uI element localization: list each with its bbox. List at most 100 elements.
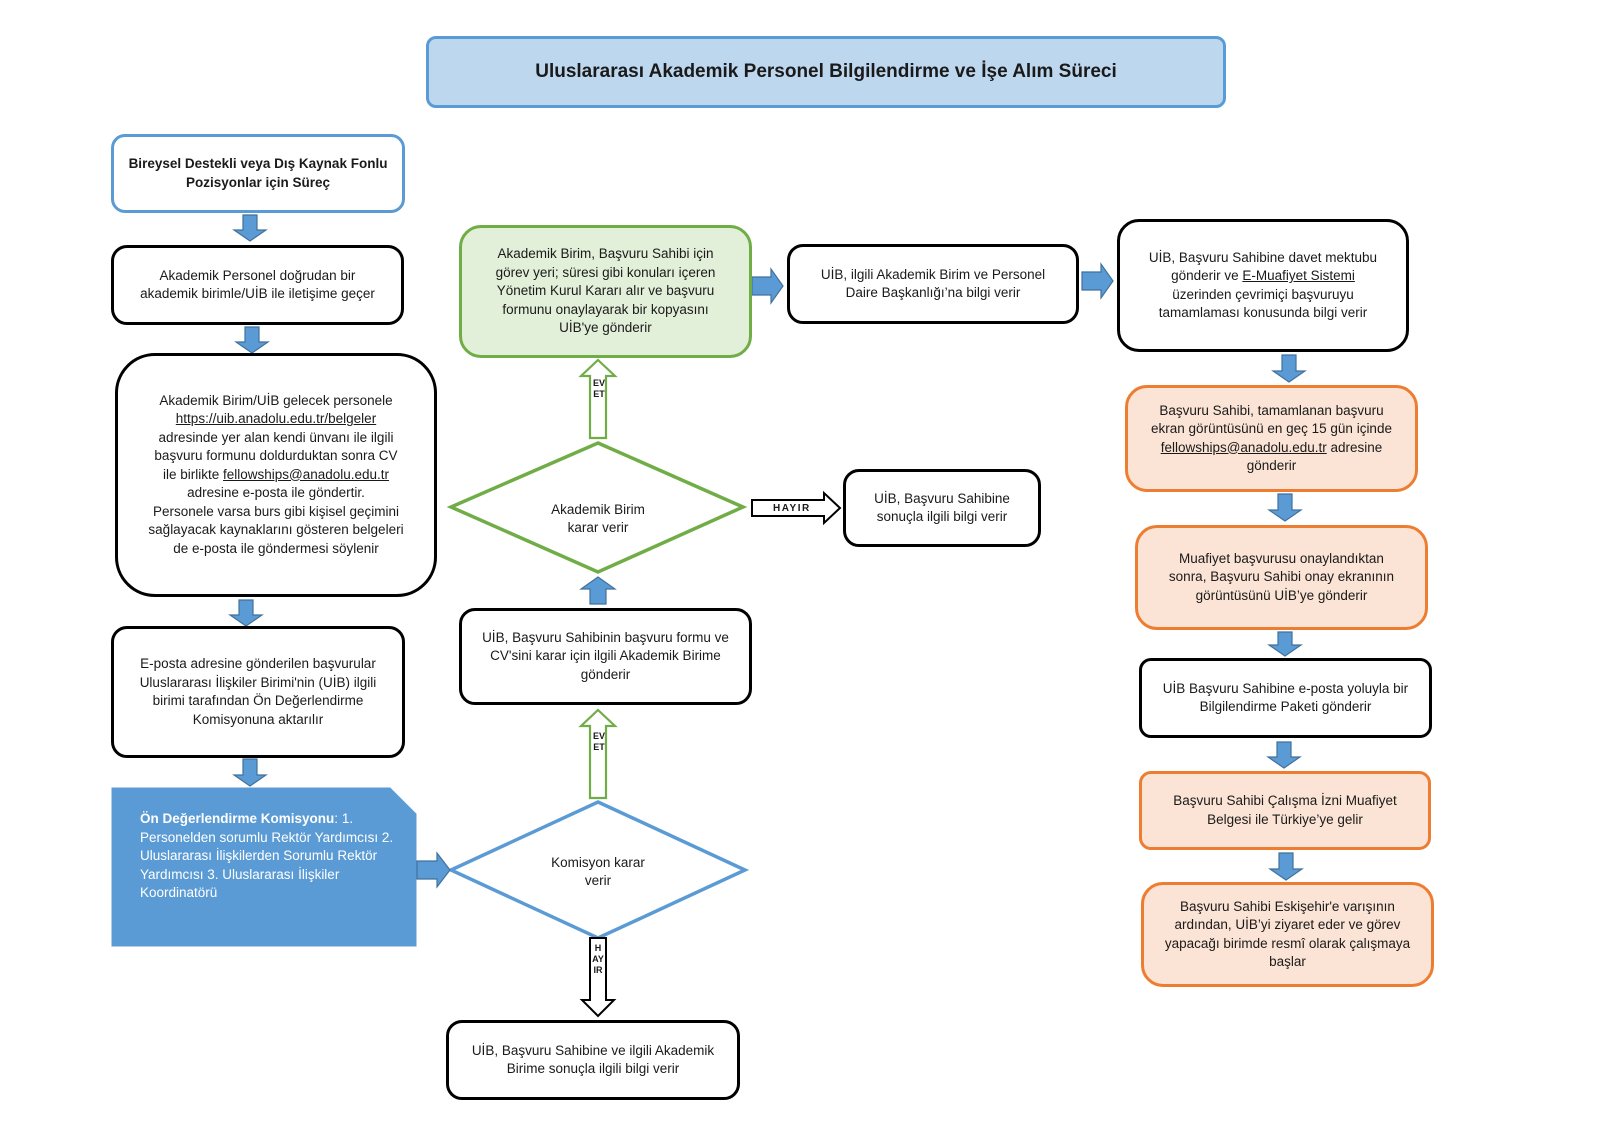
board-decision-line: UİB'ye gönderir (559, 320, 652, 336)
screenshot-line: gönderir (1246, 458, 1297, 473)
package-box: UİB Başvuru Sahibine e-posta yoluyla bir… (1139, 658, 1432, 738)
arrow-contact-to-form (234, 326, 270, 354)
forwarded-box: E-posta adresine gönderilen başvurular U… (111, 626, 405, 758)
unit-decision-diamond (446, 441, 748, 574)
approval-line: sonra, Başvuru Sahibi onay ekranının (1168, 569, 1395, 585)
invite-line: üzerinden çevrimiçi başvuruyu (1172, 286, 1354, 302)
arrow-arrive-to-start-work (1268, 852, 1304, 881)
committee-member: Yardımcısı (314, 829, 379, 845)
invite-box: UİB, Başvuru Sahibine davet mektubu gönd… (1117, 219, 1409, 352)
screenshot-line: ekran görüntüsünü en geç 15 gün içinde (1151, 421, 1392, 436)
yes-label-lower: EVET (593, 731, 606, 752)
inform-dept-box: UİB, ilgili Akademik Birim ve Personel D… (787, 244, 1079, 324)
contact-line: akademik birimle/UİB ile iletişime geçer (140, 286, 375, 301)
invite-line: UİB, Başvuru Sahibine davet mektubu (1148, 249, 1378, 265)
final-no-line: UİB, Başvuru Sahibine ve ilgili Akademik (471, 1042, 715, 1058)
unit-decision-text: Akademik Birim karar verir (500, 489, 696, 549)
commission-decision-line: verir (584, 873, 612, 888)
approval-box: Muafiyet başvurusu onaylandıktan sonra, … (1135, 525, 1428, 630)
arrow-send-to-unit-up (579, 576, 617, 605)
arrow-package-to-arrive (1266, 741, 1302, 769)
start-work-line: başlar (1269, 954, 1306, 969)
invite-line: tamamlaması konusunda bilgi verir (1158, 305, 1368, 320)
arrow-commission-no (579, 937, 617, 1018)
screenshot-box: Başvuru Sahibi, tamamlanan başvuru ekran… (1125, 385, 1418, 492)
arrow-commission-yes (578, 708, 618, 800)
start-work-box: Başvuru Sahibi Eskişehir'e varışının ard… (1141, 882, 1434, 987)
e-muafiyet-link[interactable]: E-Muafiyet Sistemi (1242, 268, 1355, 283)
documents-link[interactable]: https://uib.anadolu.edu.tr/belgeler (175, 411, 377, 427)
arrive-line: Başvuru Sahibi Çalışma İzni Muafiyet (1173, 793, 1397, 808)
board-decision-line: görev yeri; süresi gibi konuları içeren (495, 264, 716, 280)
package-line: UİB Başvuru Sahibine e-posta yoluyla bir (1162, 680, 1409, 696)
committee-member: Rektör Yardımcısı (140, 848, 378, 882)
arrive-line: Belgesi ile Türkiye’ye gelir (1207, 811, 1363, 827)
send-form-line: başvuru formunu doldurduktan sonra CV (154, 448, 398, 464)
send-form-line: sağlayacak kaynaklarını gösteren belgele… (148, 522, 404, 538)
arrow-form-to-forwarded (228, 599, 264, 627)
contact-line: Akademik Personel doğrudan bir (159, 267, 356, 283)
forwarded-line: E-posta adresine gönderilen başvurular (140, 656, 376, 671)
no-result-line: UİB, Başvuru Sahibine (874, 490, 1010, 506)
send-to-unit-line: UİB, Başvuru Sahibinin başvuru formu ve (482, 629, 729, 645)
committee-title: Ön Değerlendirme Komisyonu (140, 811, 335, 826)
fellowships-email-link[interactable]: fellowships@anadolu.edu.tr (1160, 439, 1327, 455)
arrow-unit-yes (578, 358, 618, 440)
committee-member: 1. Personelden sorumlu Rektör (140, 811, 354, 845)
committee-member: 2. Uluslararası İlişkilerden Sorumlu (140, 829, 394, 864)
start-work-line: Başvuru Sahibi Eskişehir'e varışının (1180, 898, 1395, 914)
start-line: Pozisyonlar için Süreç (185, 174, 331, 190)
no-result-box: UİB, Başvuru Sahibine sonuçla ilgili bil… (843, 469, 1041, 547)
arrow-forwarded-to-committee (232, 758, 268, 787)
committee-box: Ön Değerlendirme Komisyonu: 1. Personeld… (112, 788, 416, 946)
start-work-line: ardından, UİB’yi ziyaret eder ve görev (1174, 917, 1401, 932)
final-no-line: Birime sonuçla ilgili bilgi verir (506, 1061, 680, 1076)
page-title: Uluslararası Akademik Personel Bilgilend… (426, 36, 1226, 108)
committee-member: 3. Uluslararası İlişkiler Koordinatörü (140, 866, 340, 901)
board-decision-box: Akademik Birim, Başvuru Sahibi için göre… (459, 225, 752, 358)
arrow-invite-to-screenshot (1271, 354, 1307, 383)
arrow-board-to-inform (751, 267, 784, 305)
final-no-box: UİB, Başvuru Sahibine ve ilgili Akademik… (446, 1020, 740, 1100)
send-form-line: Akademik Birim/UİB gelecek personele (159, 392, 393, 408)
no-label-right: HAYIR (773, 503, 811, 514)
board-decision-line: formunu onaylayarak bir kopyasını (502, 301, 709, 317)
send-form-line: ile birlikte (162, 466, 223, 482)
commission-decision-text: Komisyon karar verir (500, 842, 696, 902)
no-label-down: HAYIR (592, 943, 604, 975)
package-line: Bilgilendirme Paketi gönderir (1199, 699, 1372, 714)
commission-decision-line: Komisyon karar (551, 854, 645, 870)
start-work-line: yapacağı birimde resmî olarak çalışmaya (1164, 935, 1411, 951)
screenshot-line: adresine (1326, 439, 1383, 455)
start-line: Bireysel Destekli veya Dış Kaynak Fonlu (128, 156, 388, 171)
arrive-box: Başvuru Sahibi Çalışma İzni Muafiyet Bel… (1139, 771, 1431, 850)
fellowships-email-link[interactable]: fellowships@anadolu.edu.tr (222, 466, 390, 482)
send-form-line: de e-posta ile göndermesi söylenir (173, 540, 379, 556)
contact-box: Akademik Personel doğrudan bir akademik … (111, 245, 404, 325)
unit-decision-line: Akademik Birim (551, 501, 645, 517)
arrow-committee-to-decision (416, 851, 451, 889)
arrow-approval-to-package (1267, 631, 1303, 657)
send-to-unit-line: CV'sini karar için ilgili Akademik Birim… (490, 648, 721, 664)
committee-colon: : (334, 811, 339, 826)
arrow-unit-no (751, 490, 842, 526)
send-form-line: adresine e-posta ile göndertir. (187, 485, 365, 501)
yes-label-upper: EVET (593, 378, 606, 399)
send-to-unit-box: UİB, Başvuru Sahibinin başvuru formu ve … (459, 608, 752, 705)
send-form-line: adresinde yer alan kendi ünvanı ile ilgi… (158, 429, 394, 445)
send-form-line: Personele varsa burs gibi kişisel geçimi… (152, 503, 400, 519)
invite-line: gönderir ve (1171, 268, 1243, 283)
inform-dept-line: UİB, ilgili Akademik Birim ve Personel (820, 266, 1046, 282)
no-result-line: sonuçla ilgili bilgi verir (876, 509, 1008, 524)
approval-line: Muafiyet başvurusu onaylandıktan (1179, 550, 1384, 566)
unit-decision-line: karar verir (567, 520, 629, 535)
forwarded-line: birimi tarafından Ön Değerlendirme (152, 693, 364, 708)
start-box: Bireysel Destekli veya Dış Kaynak Fonlu … (111, 134, 405, 213)
approval-line: görüntüsünü UİB’ye gönderir (1195, 587, 1368, 603)
send-to-unit-line: gönderir (580, 666, 631, 682)
arrow-inform-to-invite (1081, 262, 1114, 300)
board-decision-line: Akademik Birim, Başvuru Sahibi için (497, 246, 714, 262)
screenshot-line: Başvuru Sahibi, tamamlanan başvuru (1159, 402, 1384, 418)
inform-dept-line: Daire Başkanlığı’na bilgi verir (845, 285, 1021, 300)
